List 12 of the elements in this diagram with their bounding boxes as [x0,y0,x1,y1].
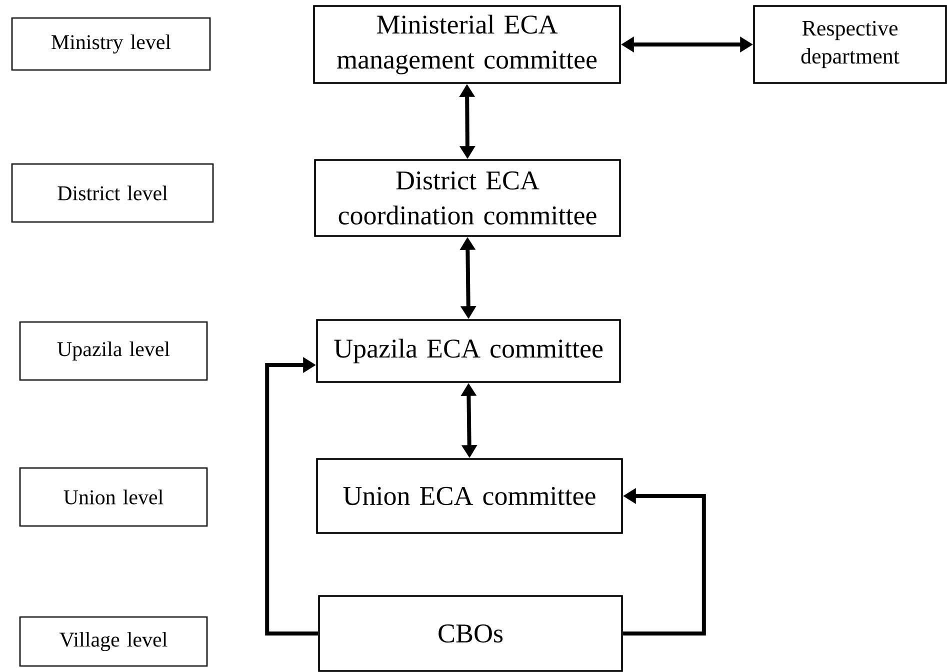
arrow [265,357,318,636]
level-box: District level [11,163,214,223]
committee-box: CBOs [318,595,623,672]
level-box: Village level [19,616,208,667]
committee-box: Upazila ECA committee [316,319,621,383]
level-box: Upazila level [19,321,208,381]
committee-box: District ECA coordination committee [314,159,621,237]
department-box: Respective department [753,5,947,84]
level-box: Ministry level [11,17,211,71]
committee-box: Union ECA committee [316,458,623,534]
committee-box: Ministerial ECA management committee [313,5,621,84]
level-box: Union level [19,467,208,527]
